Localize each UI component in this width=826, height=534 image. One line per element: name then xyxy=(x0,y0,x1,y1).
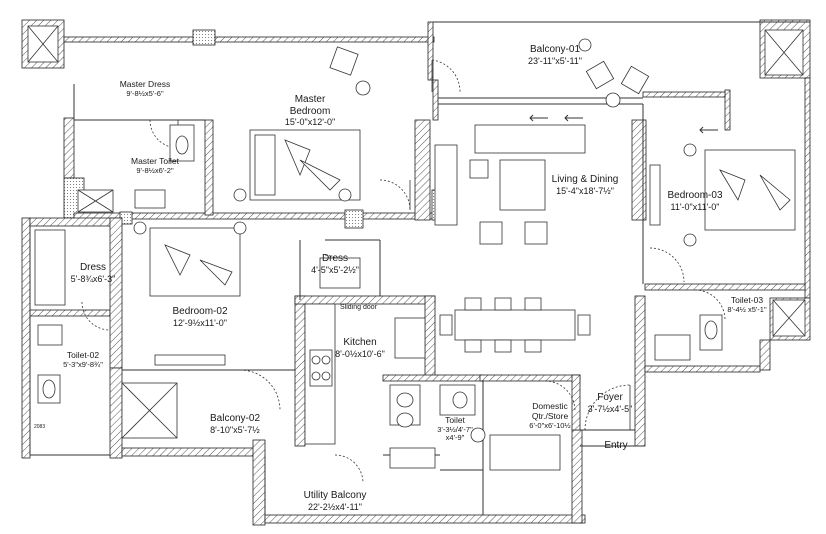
room-dimensions: 8'-0½x10'-6" xyxy=(335,348,385,359)
room-label-master-dress: Master Dress 9'-8½x5'-6" xyxy=(100,79,190,98)
room-label-master-toilet: Master Toilet 9'-8½x6'-2" xyxy=(115,156,195,175)
room-name-line2: Bedroom xyxy=(289,105,331,117)
room-dimensions: 8'-10"x5'-7½ xyxy=(210,424,260,435)
room-name: Utility Balcony xyxy=(303,490,367,501)
room-label-toilet-02: Toilet-02 5'-3"x9'-8¾" xyxy=(48,350,118,369)
room-dimensions: 5'-8¾x6'-3" xyxy=(70,273,116,284)
room-name: Bedroom-02 xyxy=(172,306,228,317)
room-name: Domestic xyxy=(532,401,568,411)
room-label-living-dining: Living & Dining 15'-4"x18'-7½" xyxy=(530,174,640,196)
room-name: Bedroom-03 xyxy=(667,190,723,201)
entry-label: Entry xyxy=(596,440,636,452)
room-label-kitchen: Kitchen 8'-0½x10'-6" xyxy=(320,337,400,359)
room-label-balcony-01: Balcony-01 23'-11"x5'-11" xyxy=(500,44,610,66)
room-label-bedroom-03: Bedroom-03 11'-0"x11'-0" xyxy=(655,190,735,212)
room-label-toilet-03: Toilet-03 8'-4½ x5'-1" xyxy=(712,295,782,314)
room-dimensions: 12'-9½x11'-0" xyxy=(173,317,227,328)
room-label-domestic-store: Domestic Qtr./Store 6'-0"x6'-10½ xyxy=(515,401,585,430)
room-dimensions-line2: x4'-9" xyxy=(445,433,465,443)
furniture xyxy=(27,25,806,471)
room-dimensions: 11'-0"x11'-0" xyxy=(670,201,720,212)
room-dimensions: 5'-3"x9'-8¾" xyxy=(63,359,103,369)
room-name: Dress xyxy=(321,253,349,264)
room-dimensions: 8'-4½ x5'-1" xyxy=(727,304,767,314)
room-dimensions: 3'-7½x4'-5" xyxy=(587,403,633,414)
entry-text: Entry xyxy=(604,440,628,451)
room-name: Balcony-01 xyxy=(529,44,581,55)
room-name: Dress xyxy=(79,262,107,273)
room-name: Master xyxy=(294,94,326,105)
room-label-toilet: Toilet 3'-3½/4'-7" x4'-9" xyxy=(425,415,485,443)
room-name: Toilet-03 xyxy=(730,295,764,305)
room-dimensions: 15'-4"x18'-7½" xyxy=(556,185,614,196)
room-dimensions: 15'-0"x12'-0" xyxy=(284,117,336,127)
room-name: Living & Dining xyxy=(551,174,619,185)
room-label-balcony-02: Balcony-02 8'-10"x5'-7½ xyxy=(190,413,280,435)
room-label-bedroom-02: Bedroom-02 12'-9½x11'-0" xyxy=(150,306,250,328)
room-name: Master Toilet xyxy=(130,156,180,166)
sliding-door-label: Sliding door xyxy=(340,304,377,311)
room-dimensions: 9'-8½x5'-6" xyxy=(126,88,164,98)
room-name-line2: Qtr./Store xyxy=(531,410,569,421)
room-name: Toilet-02 xyxy=(66,350,100,360)
room-name: Foyer xyxy=(597,392,623,403)
room-dimensions: 22'-2½x4'-11" xyxy=(308,501,362,512)
room-dimensions: 6'-0"x6'-10½ xyxy=(529,420,571,430)
wall-tag: 2083 xyxy=(34,424,46,430)
room-dimensions: 23'-11"x5'-11" xyxy=(527,55,583,66)
room-label-dress-center: Dress 4'-5"x5'-2½" xyxy=(300,253,370,275)
room-label-dress-left: Dress 5'-8¾x6'-3" xyxy=(58,262,128,284)
room-label-utility-balcony: Utility Balcony 22'-2½x4'-11" xyxy=(280,490,390,512)
room-name: Master Dress xyxy=(119,79,171,89)
sliding-arrows xyxy=(529,114,718,134)
door-swings xyxy=(81,59,726,484)
room-label-master-bedroom: Master Bedroom 15'-0"x12'-0" xyxy=(260,94,360,127)
room-name: Toilet xyxy=(445,415,465,425)
room-dimensions: 3'-3½/4'-7" xyxy=(437,424,473,434)
room-dimensions: 4'-5"x5'-2½" xyxy=(311,264,359,275)
room-name: Kitchen xyxy=(343,337,377,348)
room-dimensions: 9'-8½x6'-2" xyxy=(136,165,174,175)
room-name: Balcony-02 xyxy=(209,413,261,424)
room-label-foyer: Foyer 3'-7½x4'-5" xyxy=(580,392,640,414)
